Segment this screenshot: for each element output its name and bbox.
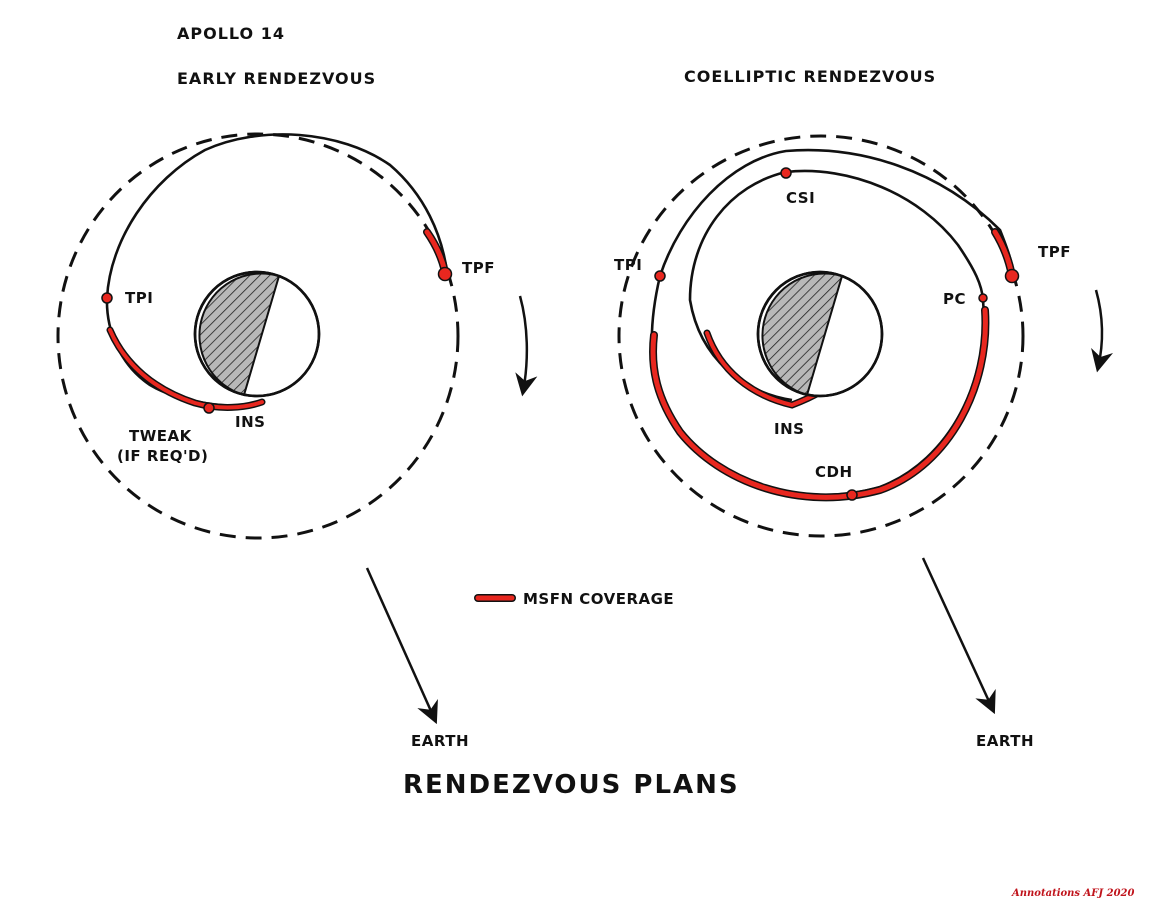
left-ins-label: INS bbox=[235, 413, 265, 431]
right-orbit-diagram: CSI TPI TPF PC INS CDH EARTH bbox=[614, 134, 1114, 750]
annotation-credit: Annotations AFJ 2020 bbox=[1011, 888, 1134, 899]
left-tpf-dot bbox=[437, 266, 453, 282]
left-tpf-label: TPF bbox=[462, 259, 495, 277]
right-lm-inner-orbit bbox=[688, 169, 985, 402]
right-moon-dark-side bbox=[761, 272, 844, 397]
left-lm-trajectory bbox=[105, 133, 449, 407]
left-csm-orbit bbox=[56, 132, 460, 540]
left-tweak-dot bbox=[203, 402, 215, 414]
legend: MSFN COVERAGE bbox=[474, 590, 674, 608]
left-earth-label: EARTH bbox=[411, 732, 469, 750]
right-tpf-dot bbox=[1004, 268, 1020, 284]
right-earth-label: EARTH bbox=[976, 732, 1034, 750]
right-csm-orbit bbox=[617, 134, 1025, 538]
right-earth-arrow bbox=[921, 557, 996, 715]
right-pc-label: PC bbox=[943, 290, 966, 308]
right-csi-dot bbox=[780, 167, 792, 179]
left-tpi-dot bbox=[101, 292, 113, 304]
tweak-label-line2: (IF REQ'D) bbox=[117, 447, 208, 465]
right-cdh-label: CDH bbox=[815, 463, 853, 481]
tweak-label-line1: TWEAK bbox=[129, 427, 193, 445]
program-title: APOLLO 14 bbox=[177, 24, 285, 43]
right-direction-arrow bbox=[1091, 289, 1114, 373]
right-plan-title: COELLIPTIC RENDEZVOUS bbox=[684, 67, 936, 86]
right-cdh-dot bbox=[846, 489, 858, 501]
left-tpi-label: TPI bbox=[125, 289, 153, 307]
right-tpi-dot bbox=[654, 270, 666, 282]
right-pc-dot bbox=[978, 293, 988, 303]
legend-coverage-label: MSFN COVERAGE bbox=[523, 590, 674, 608]
left-earth-arrow bbox=[365, 567, 438, 725]
right-ins-label: INS bbox=[774, 420, 804, 438]
right-csi-label: CSI bbox=[786, 189, 815, 207]
diagram-title: RENDEZVOUS PLANS bbox=[403, 770, 740, 800]
left-direction-arrow bbox=[515, 295, 538, 397]
left-orbit-diagram: TPI TPF TWEAK (IF REQ'D) INS EARTH bbox=[56, 132, 538, 750]
right-tpf-label: TPF bbox=[1038, 243, 1071, 261]
left-plan-title: EARLY RENDEZVOUS bbox=[177, 69, 376, 88]
left-moon-dark-side bbox=[198, 272, 281, 397]
right-tpi-label: TPI bbox=[614, 256, 642, 274]
